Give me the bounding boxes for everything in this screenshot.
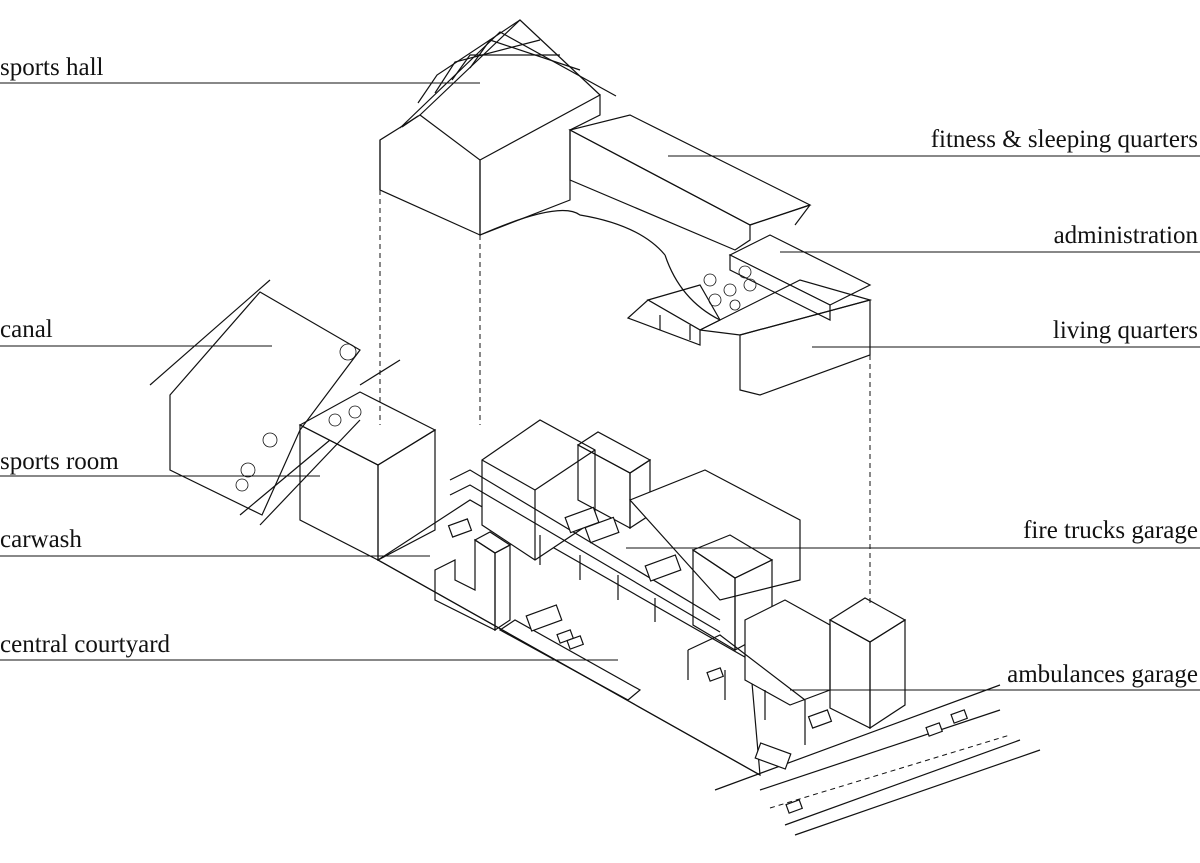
label-carwash: carwash: [0, 526, 430, 557]
label-sports-hall: sports hall: [0, 54, 480, 84]
label-fire-trucks-garage-text: fire trucks garage: [1023, 517, 1198, 544]
label-living-quarters: living quarters: [812, 317, 1200, 348]
vehicles: [447, 506, 969, 814]
label-central-courtyard: central courtyard: [0, 631, 618, 661]
living-quarters-block: [626, 279, 873, 396]
administration-block: [728, 234, 872, 321]
label-fire-trucks-garage: fire trucks garage: [626, 517, 1200, 549]
label-carwash-text: carwash: [0, 526, 82, 553]
label-central-courtyard-text: central courtyard: [0, 631, 171, 658]
label-living-quarters-text: living quarters: [1053, 317, 1198, 344]
upper-trees: [703, 265, 757, 311]
upper-level: [379, 19, 873, 396]
label-canal-text: canal: [0, 316, 53, 343]
ground-level: [149, 279, 1041, 836]
label-canal: canal: [0, 316, 272, 347]
sports-room-tower: [298, 391, 437, 561]
label-sports-room: sports room: [0, 448, 320, 477]
road: [714, 684, 1041, 836]
label-sports-hall-text: sports hall: [0, 54, 104, 81]
label-administration-text: administration: [1054, 222, 1199, 249]
label-ambulances-garage-text: ambulances garage: [1007, 661, 1198, 688]
carwash-block: [434, 531, 512, 632]
fitness-block: [568, 114, 812, 251]
label-ambulances-garage: ambulances garage: [790, 661, 1200, 691]
canal-area: [149, 279, 401, 526]
ambulances-tower: [828, 597, 907, 730]
sports-hall-block: [379, 19, 666, 256]
label-fitness-text: fitness & sleeping quarters: [931, 126, 1198, 153]
label-sports-room-text: sports room: [0, 448, 119, 475]
label-fitness: fitness & sleeping quarters: [668, 126, 1200, 157]
label-administration: administration: [780, 222, 1200, 253]
walkway: [449, 469, 721, 633]
